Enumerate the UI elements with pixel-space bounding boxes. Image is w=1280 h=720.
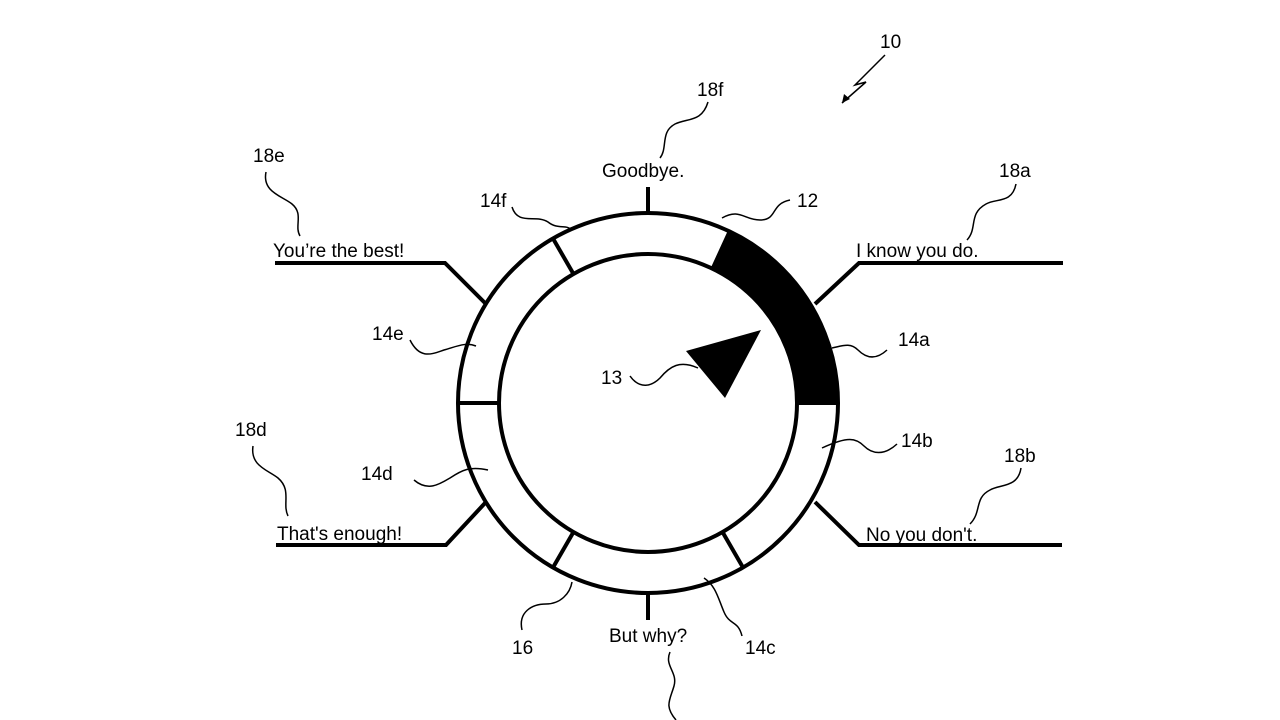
leader-lines bbox=[252, 101, 1022, 720]
figure-ref-label: 10 bbox=[880, 32, 901, 53]
segment-14a-selected[interactable] bbox=[710, 230, 838, 403]
ref-18f: 18f bbox=[697, 80, 724, 101]
option-a-text[interactable]: I know you do. bbox=[856, 241, 979, 262]
ref-14d: 14d bbox=[361, 464, 393, 485]
option-e-text[interactable]: You’re the best! bbox=[273, 241, 404, 262]
ref-18b: 18b bbox=[1004, 446, 1036, 467]
option-connectors bbox=[275, 187, 1063, 620]
option-c-text[interactable]: But why? bbox=[609, 626, 687, 647]
option-f-text[interactable]: Goodbye. bbox=[602, 161, 684, 182]
ref-13: 13 bbox=[601, 368, 622, 389]
ref-14a: 14a bbox=[898, 330, 930, 351]
ref-14e: 14e bbox=[372, 324, 404, 345]
wheel-inner-circle bbox=[497, 252, 799, 554]
option-b-text[interactable]: No you don't. bbox=[866, 525, 977, 546]
ref-14f: 14f bbox=[480, 191, 507, 212]
ref-14b: 14b bbox=[901, 431, 933, 452]
segment-dividers bbox=[458, 237, 838, 569]
ref-18d: 18d bbox=[235, 420, 267, 441]
figure-ref-arrow bbox=[841, 54, 886, 104]
pointer-arrow bbox=[686, 330, 761, 398]
ref-16: 16 bbox=[512, 638, 533, 659]
option-d-text[interactable]: That's enough! bbox=[277, 524, 402, 545]
ref-14c: 14c bbox=[745, 638, 776, 659]
ref-18e: 18e bbox=[253, 146, 285, 167]
ref-18a: 18a bbox=[999, 161, 1031, 182]
ref-12: 12 bbox=[797, 191, 818, 212]
